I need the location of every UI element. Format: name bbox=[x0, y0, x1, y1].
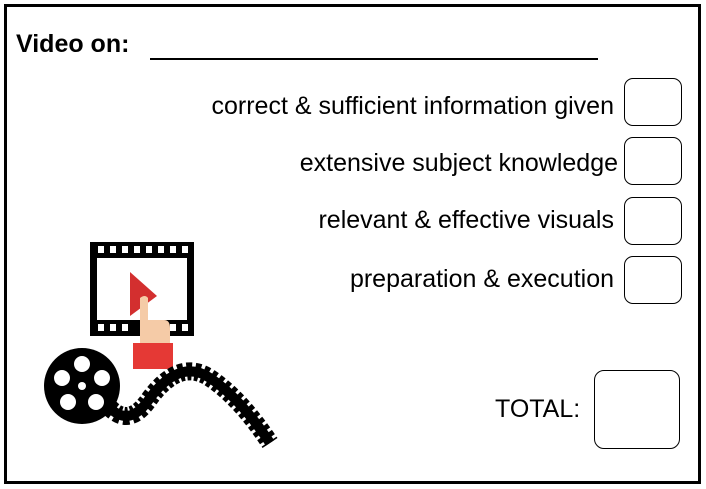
score-box-knowledge[interactable] bbox=[624, 137, 682, 185]
criterion-visuals: relevant & effective visuals bbox=[318, 206, 614, 234]
criterion-knowledge: extensive subject knowledge bbox=[299, 149, 618, 177]
total-score-box[interactable] bbox=[594, 370, 680, 449]
hand-pointer-icon bbox=[133, 296, 173, 369]
criterion-preparation: preparation & execution bbox=[349, 265, 614, 293]
total-label: TOTAL: bbox=[495, 395, 581, 423]
play-icon bbox=[130, 272, 157, 316]
rubric-card bbox=[4, 4, 701, 484]
criterion-information: correct & sufficient information given bbox=[211, 92, 614, 120]
video-topic-blank-line[interactable] bbox=[150, 58, 598, 60]
film-reel-icon bbox=[44, 348, 120, 424]
film-reel-play-icon bbox=[44, 242, 278, 449]
score-box-information[interactable] bbox=[624, 78, 682, 126]
video-topic-label: Video on: bbox=[16, 30, 130, 58]
score-box-visuals[interactable] bbox=[624, 197, 682, 245]
score-box-preparation[interactable] bbox=[624, 256, 682, 304]
